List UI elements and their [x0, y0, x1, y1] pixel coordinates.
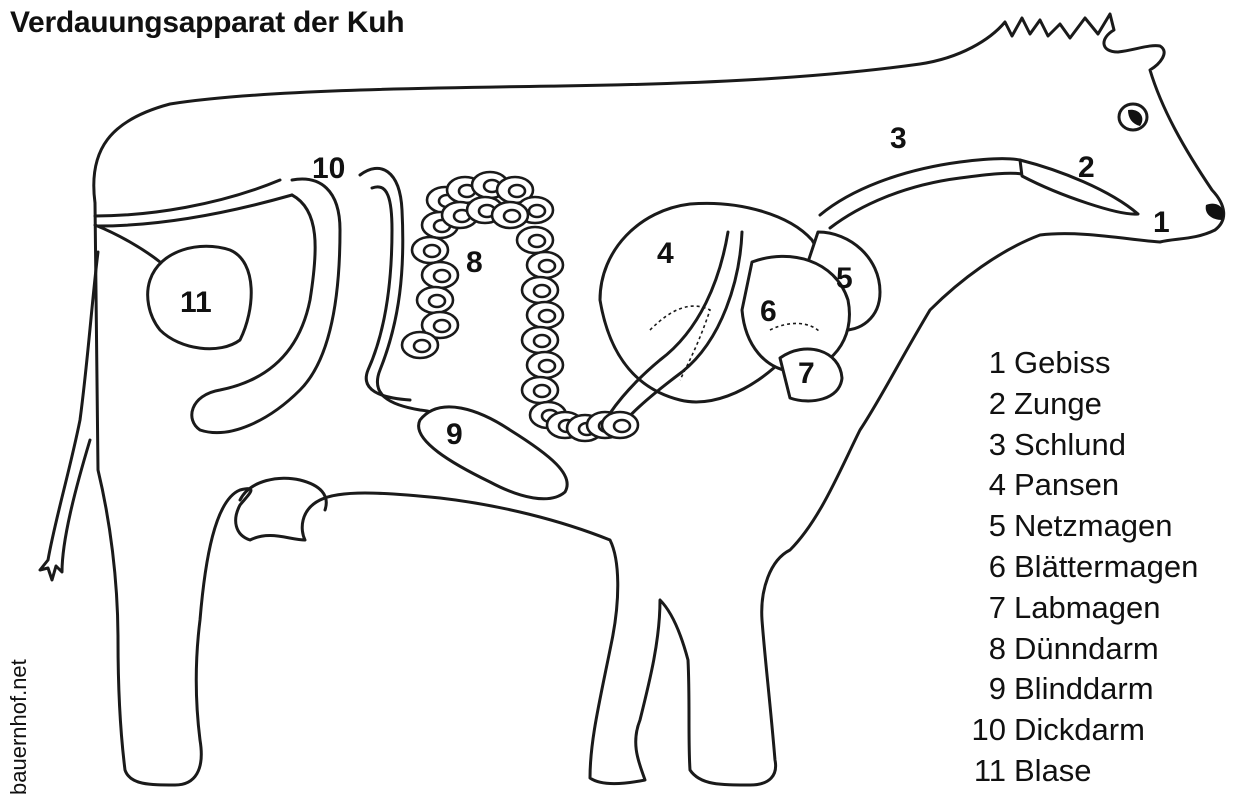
- intestine-coil-inner: [529, 235, 545, 247]
- intestine-coil-inner: [539, 310, 555, 322]
- intestine-coil-inner: [414, 340, 430, 352]
- label-9: 9: [446, 418, 463, 451]
- label-3: 3: [890, 122, 907, 155]
- legend-number: 9: [958, 669, 1006, 710]
- esophagus-lower: [830, 173, 1022, 228]
- urethra: [95, 225, 160, 262]
- source-watermark: bauernhof.net: [6, 659, 32, 795]
- label-5: 5: [836, 262, 853, 295]
- legend-label: Netzmagen: [1014, 508, 1173, 543]
- intestine-coil-inner: [534, 285, 550, 297]
- legend-label: Pansen: [1014, 467, 1119, 502]
- label-11: 11: [180, 286, 212, 319]
- legend-number: 10: [958, 710, 1006, 751]
- legend-label: Labmagen: [1014, 590, 1161, 625]
- rectum-lower: [98, 195, 292, 226]
- intestine-coil-inner: [509, 185, 525, 197]
- legend-number: 5: [958, 506, 1006, 547]
- intestine-coil-inner: [434, 270, 450, 282]
- legend-number: 6: [958, 547, 1006, 588]
- legend-label: Dickdarm: [1014, 712, 1145, 747]
- intestine-coil-inner: [504, 210, 520, 222]
- label-4: 4: [657, 237, 674, 270]
- legend-label: Zunge: [1014, 386, 1102, 421]
- legend-number: 1: [958, 343, 1006, 384]
- cow-pupil: [1128, 110, 1142, 126]
- intestine-coil-inner: [434, 320, 450, 332]
- intestine-coil-inner: [614, 420, 630, 432]
- legend-label: Blinddarm: [1014, 671, 1154, 706]
- legend-number: 7: [958, 588, 1006, 629]
- label-1: 1: [1153, 206, 1170, 239]
- intestine-coil-inner: [424, 245, 440, 257]
- legend-label: Gebiss: [1014, 345, 1110, 380]
- legend-number: 2: [958, 384, 1006, 425]
- label-2: 2: [1078, 151, 1095, 184]
- legend-number: 11: [958, 751, 1006, 792]
- intestine-coil-inner: [539, 360, 555, 372]
- legend-label: Blättermagen: [1014, 549, 1198, 584]
- legend-number: 8: [958, 629, 1006, 670]
- label-6: 6: [760, 295, 777, 328]
- intestine-coil-inner: [529, 205, 545, 217]
- intestine-coil-inner: [534, 335, 550, 347]
- cow-tail: [40, 252, 98, 580]
- rectum: [95, 180, 280, 216]
- label-10: 10: [312, 152, 345, 185]
- legend-label: Blase: [1014, 753, 1092, 788]
- legend-number: 3: [958, 425, 1006, 466]
- label-8: 8: [466, 246, 483, 279]
- legend-label: Dünndarm: [1014, 631, 1159, 666]
- legend-label: Schlund: [1014, 427, 1126, 462]
- intestine-coil-inner: [539, 260, 555, 272]
- intestine-coil-inner: [429, 295, 445, 307]
- intestine-coil-inner: [534, 385, 550, 397]
- label-7: 7: [798, 357, 815, 390]
- legend-number: 4: [958, 465, 1006, 506]
